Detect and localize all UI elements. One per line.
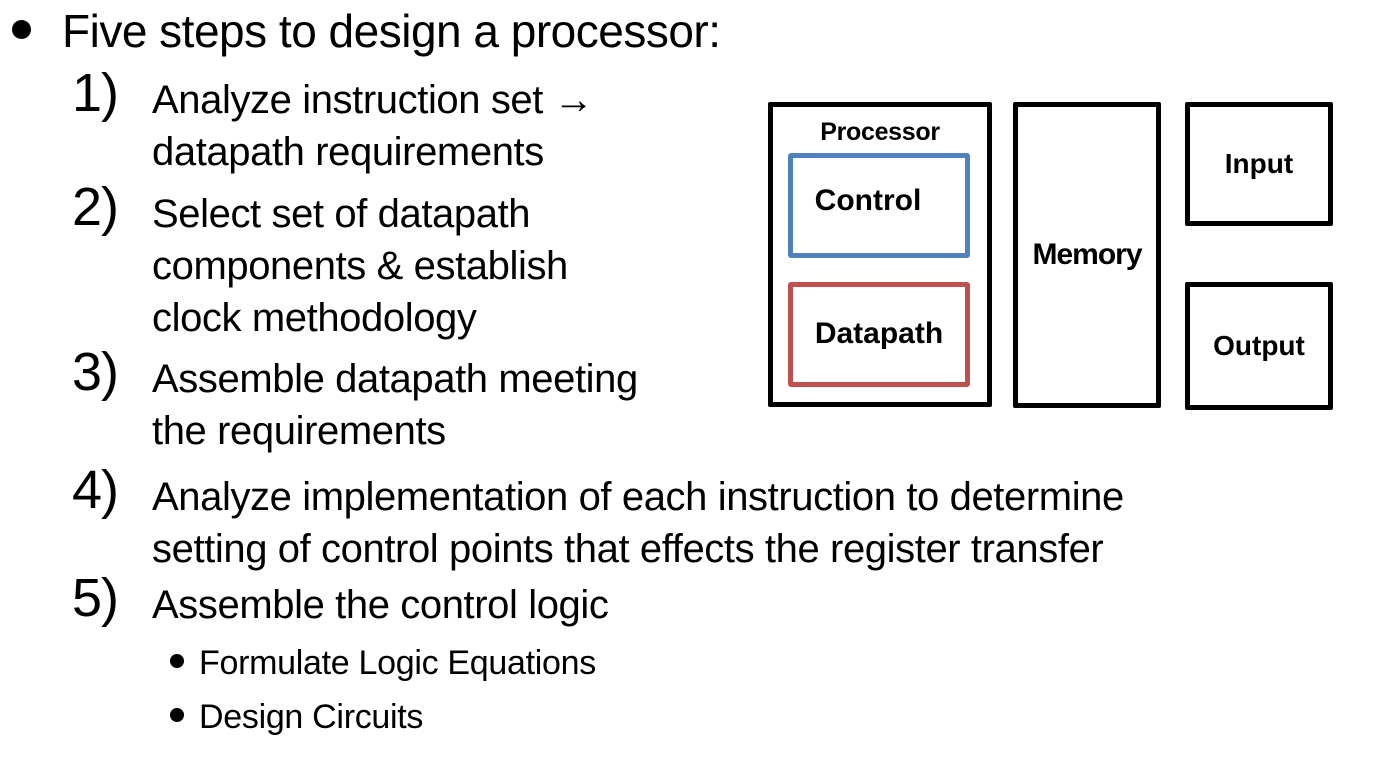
step-line: Analyze implementation of each instructi…: [152, 475, 1124, 519]
step-line: Assemble datapath meeting: [152, 357, 638, 401]
input-label: Input: [1224, 148, 1294, 179]
input-box: Input: [1185, 102, 1333, 226]
title-row: Five steps to design a processor:: [12, 3, 721, 59]
processor-label: Processor: [820, 118, 940, 146]
bullet-icon: [12, 20, 31, 39]
memory-box: Memory: [1013, 102, 1161, 408]
step-1-text: Analyze instruction set → datapath requi…: [152, 74, 594, 178]
datapath-label: Datapath: [814, 316, 944, 350]
step-3-text: Assemble datapath meeting the requiremen…: [152, 353, 638, 457]
sub-bullet-2: Design Circuits: [170, 695, 423, 739]
control-box: Control: [788, 153, 970, 258]
step-1-number: 1): [72, 63, 119, 123]
step-line: setting of control points that effects t…: [152, 527, 1104, 571]
datapath-box: Datapath: [788, 282, 970, 387]
step-line: Assemble the control logic: [152, 583, 609, 627]
memory-label: Memory: [1032, 238, 1142, 271]
step-2-text: Select set of datapath components & esta…: [152, 188, 568, 344]
sub-bullet-2-text: Design Circuits: [199, 698, 424, 736]
bullet-icon: [170, 654, 184, 668]
step-line: Select set of datapath: [152, 192, 531, 236]
step-line: Analyze instruction set →: [152, 78, 594, 122]
step-3: 3) Assemble datapath meeting the require…: [72, 345, 638, 457]
slide-title: Five steps to design a processor:: [62, 5, 721, 57]
step-5-text: Assemble the control logic: [152, 579, 609, 631]
step-5: 5) Assemble the control logic: [72, 571, 609, 631]
step-2-number: 2): [72, 177, 119, 237]
step-1: 1) Analyze instruction set → datapath re…: [72, 66, 594, 178]
step-line: clock methodology: [152, 296, 477, 340]
step-4-text: Analyze implementation of each instructi…: [152, 471, 1124, 575]
step-line: components & establish: [152, 244, 568, 288]
step-5-number: 5): [72, 568, 119, 628]
step-line: datapath requirements: [152, 130, 544, 174]
control-label: Control: [814, 183, 922, 217]
step-2: 2) Select set of datapath components & e…: [72, 180, 568, 344]
sub-bullet-1-text: Formulate Logic Equations: [199, 644, 596, 682]
output-box: Output: [1185, 282, 1333, 410]
step-line: the requirements: [152, 409, 446, 453]
sub-bullet-1: Formulate Logic Equations: [170, 641, 596, 685]
step-4-number: 4): [72, 460, 119, 520]
bullet-icon: [170, 708, 184, 722]
step-3-number: 3): [72, 342, 119, 402]
output-label: Output: [1213, 330, 1305, 361]
step-4: 4) Analyze implementation of each instru…: [72, 463, 1124, 575]
